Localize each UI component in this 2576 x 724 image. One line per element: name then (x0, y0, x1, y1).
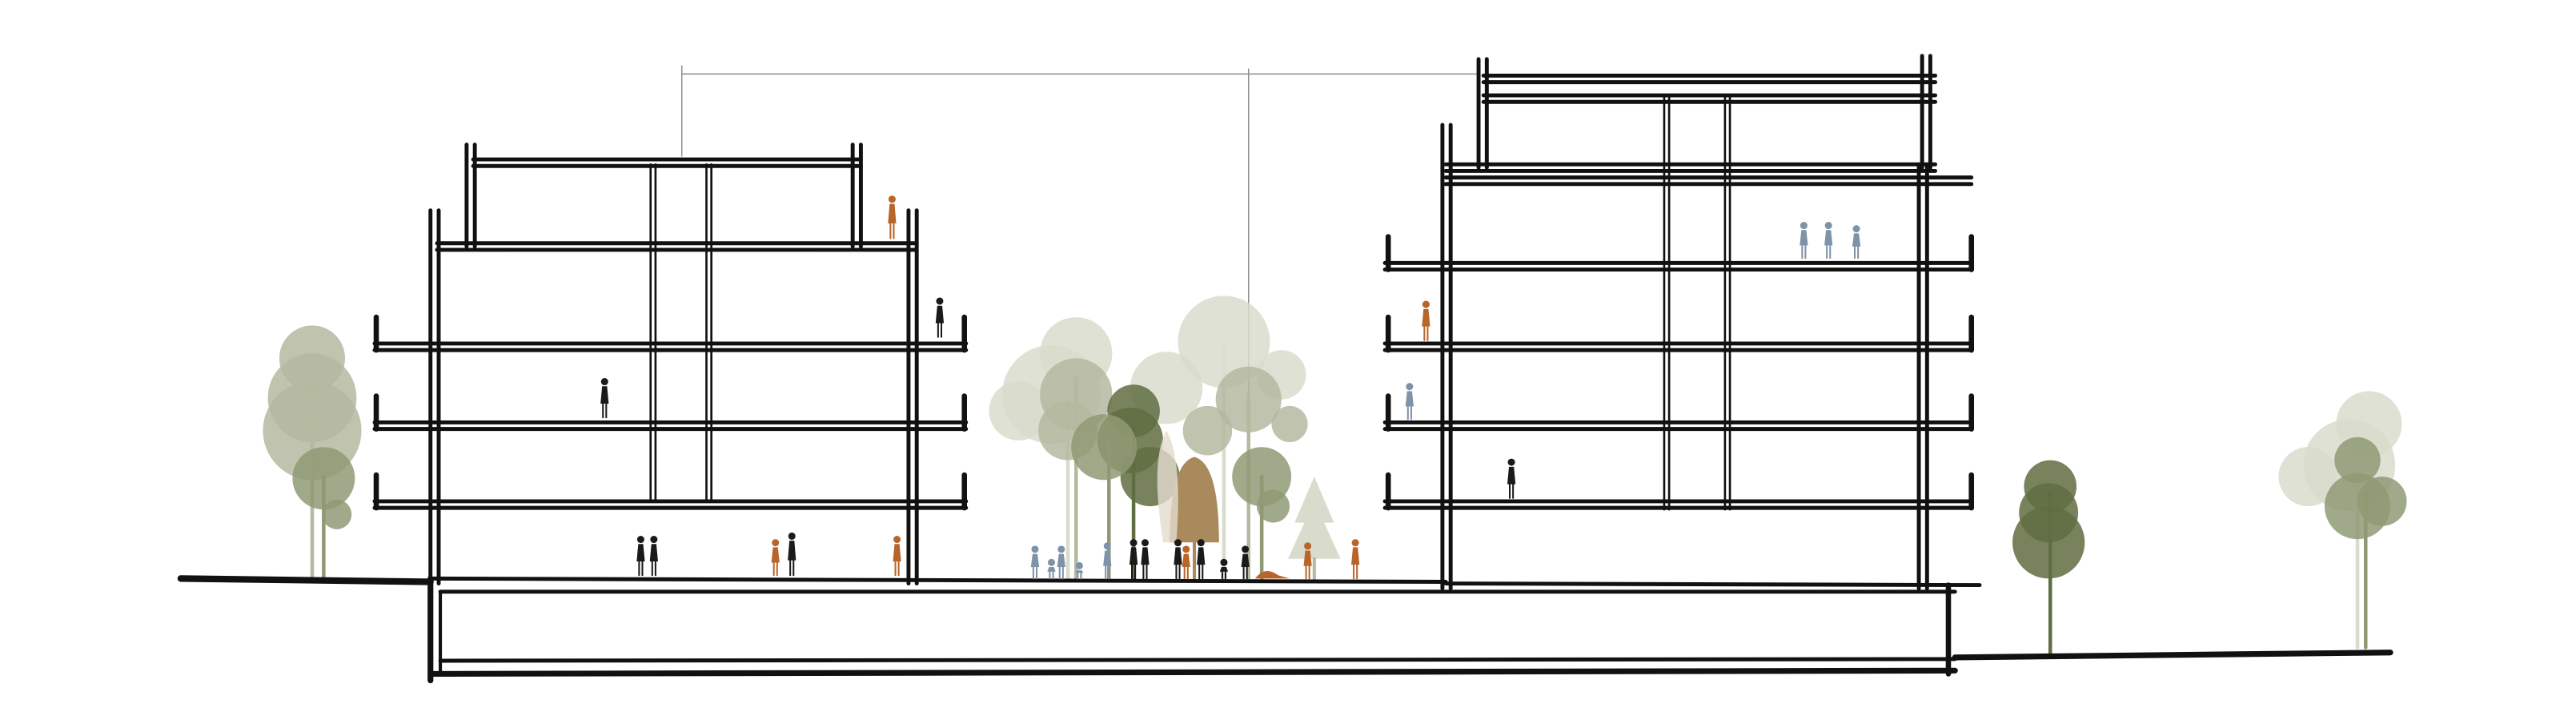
person-head (1507, 458, 1515, 466)
person-body (1174, 547, 1182, 565)
person-body (1800, 230, 1808, 246)
person-head (1406, 383, 1414, 391)
person-head (1057, 545, 1065, 553)
person-body (1129, 547, 1138, 565)
tree-canopy-conical (1170, 457, 1219, 543)
person-head (936, 297, 944, 305)
conifer-tree (1288, 477, 1341, 559)
person-body (1507, 466, 1516, 485)
ground-line (1952, 650, 2393, 661)
tree-canopy (1182, 405, 1233, 456)
person-head (1130, 539, 1138, 547)
tree-canopy (2357, 477, 2407, 526)
person-body (1852, 233, 1861, 247)
person-body (1197, 547, 1206, 565)
tree-canopy (2334, 436, 2381, 484)
basement-floor (427, 667, 1958, 677)
person-body (788, 541, 796, 561)
tree-canopy (2012, 506, 2085, 579)
person-body (636, 544, 645, 562)
person-head (1141, 539, 1149, 547)
person-head (650, 536, 658, 544)
person-head (1422, 300, 1430, 308)
basement-slab (438, 657, 1957, 663)
tree-canopy (2278, 447, 2338, 507)
tree-canopy (1178, 296, 1270, 388)
tree-canopy (1257, 489, 1290, 523)
person-reclining (1254, 570, 1290, 579)
person-body (1824, 230, 1833, 246)
person-body (1219, 567, 1229, 572)
person-head (772, 539, 780, 547)
person-head (1103, 542, 1111, 550)
tree-canopy (1071, 414, 1138, 481)
people-figures (600, 195, 1861, 580)
person-head (1174, 539, 1182, 547)
trees (263, 296, 2407, 657)
person-body (1422, 308, 1430, 327)
person-body (1182, 553, 1190, 568)
tree-canopy (322, 499, 352, 529)
person-head (893, 536, 901, 544)
tree-canopy (989, 381, 1049, 440)
person-head (1824, 222, 1832, 230)
person-body (893, 544, 901, 562)
person-head (1047, 558, 1055, 566)
person-body (771, 547, 780, 563)
person-head (1800, 222, 1808, 230)
person-body (600, 386, 609, 404)
building-structure (177, 54, 2393, 684)
person-head (1242, 545, 1250, 553)
person-head (1351, 539, 1359, 547)
person-body (888, 203, 897, 223)
ground-slab (1443, 581, 1982, 588)
ground-slab (428, 576, 1448, 584)
person-head (1075, 561, 1083, 569)
tree-canopy (1215, 366, 1282, 432)
tree-canopy (1271, 405, 1308, 443)
person-head (636, 536, 644, 544)
person-head (1220, 558, 1228, 566)
person-body (1057, 553, 1065, 568)
person-body (649, 544, 658, 562)
person-head (1182, 545, 1190, 553)
person-head (788, 532, 796, 540)
person-head (600, 378, 608, 386)
tree-canopy-conical (1157, 430, 1178, 543)
person-body (1047, 567, 1056, 572)
person-body (1103, 550, 1112, 566)
person-body (1030, 553, 1040, 568)
person-head (1852, 225, 1860, 233)
tree-canopy (292, 447, 355, 510)
person-body (1141, 547, 1150, 565)
person-body (1405, 391, 1414, 407)
person-head (1031, 545, 1039, 553)
person-body (935, 305, 945, 324)
person-head (1304, 542, 1312, 550)
person-body (1303, 550, 1312, 566)
person-head (1197, 539, 1205, 547)
ground-line (177, 575, 434, 585)
person-head (888, 195, 896, 203)
person-body (1241, 553, 1250, 568)
person-body (1351, 547, 1360, 565)
